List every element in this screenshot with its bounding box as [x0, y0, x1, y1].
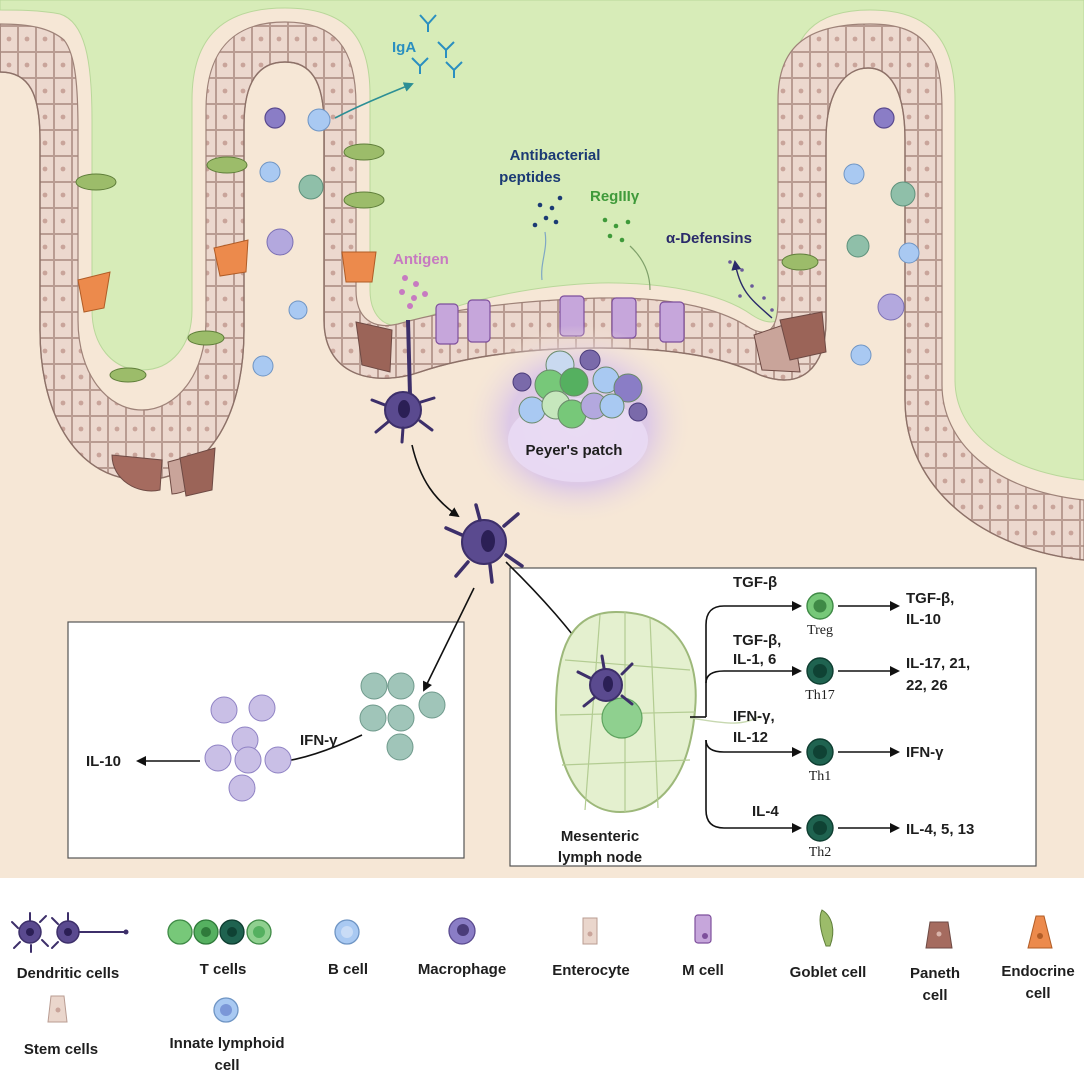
legend-label-b-cell: B cell: [328, 961, 368, 978]
pathway-2-input-line1: IFN-γ,: [733, 708, 775, 725]
pathway-1-output-line2: 22, 26: [906, 677, 948, 694]
peyers-patch-cells: [518, 350, 643, 429]
pathway-3-input-line1: IL-4: [752, 803, 779, 820]
iga-antibodies: [411, 14, 463, 78]
th1-cell: [806, 738, 834, 766]
b-cells: [252, 108, 920, 377]
pathway-branches: [690, 601, 802, 833]
arrow-to-migrating-dc: [411, 444, 460, 518]
pathway-2-output-line1: IFN-γ: [906, 744, 944, 761]
pathway-0-cell-label: Treg: [807, 623, 833, 638]
t-cells-lamina: [298, 174, 916, 258]
legend: Dendritic cells T cells B cell Macrophag…: [11, 909, 1075, 1074]
treg-cell: [806, 592, 834, 620]
peyers-patch-core: [508, 398, 648, 482]
regiii-dots: [602, 217, 631, 243]
defensins-label: α-Defensins: [666, 230, 752, 247]
defensins-dots: [728, 260, 774, 312]
pathway-1-input-line1: TGF-β,: [733, 632, 781, 649]
th17-cell: [806, 657, 834, 685]
pathway-0-output-line1: TGF-β,: [906, 590, 954, 607]
pathway-0-output-line2: IL-10: [906, 611, 941, 628]
dendritic-cell-icon: [11, 912, 129, 953]
legend-label-stem-cells: Stem cells: [24, 1041, 98, 1058]
pathway-1-output-line1: IL-17, 21,: [906, 655, 970, 672]
pathway-1-cell-label: Th17: [805, 688, 835, 703]
lamina-dendritic-cells: [264, 107, 895, 129]
pathway-1-input-line2: IL-1, 6: [733, 651, 776, 668]
paneth-cells: [111, 311, 827, 497]
output-arrows: [838, 601, 900, 833]
b-cell-icon: [334, 919, 360, 945]
legend-label-goblet-cell: Goblet cell: [790, 964, 867, 981]
legend-label-t-cells: T cells: [200, 961, 247, 978]
legend-background: [0, 878, 1084, 1077]
th2-cell: [806, 814, 834, 842]
legend-label-paneth-line2: cell: [922, 987, 947, 1004]
peyers-patch-label: Peyer's patch: [526, 442, 623, 459]
pathway-3-cell-label: Th2: [809, 845, 832, 860]
legend-label-m-cell: M cell: [682, 962, 724, 979]
antibacterial-label-line1: Antibacterial: [510, 147, 601, 164]
endocrine-cell-icon: [1027, 915, 1053, 949]
pathway-0-input-line1: TGF-β: [733, 574, 777, 591]
left-macrophages: [204, 694, 292, 802]
peyers-patch-dendritic: [512, 349, 648, 422]
defensins-arrow: [731, 260, 773, 319]
migrating-dendritic-cell: [444, 503, 524, 584]
legend-label-ilc-line2: cell: [214, 1057, 239, 1074]
regiii-line: [629, 245, 651, 291]
antibacterial-label-line2: peptides: [499, 169, 561, 186]
goblet-cell-icon: [819, 909, 834, 947]
sampling-dendritic-cell: [370, 391, 436, 444]
lymph-node: [554, 610, 761, 814]
antigen-label: Antigen: [393, 251, 449, 268]
paneth-cell-icon: [925, 921, 953, 949]
legend-label-ilc-line1: Innate lymphoid: [169, 1035, 284, 1052]
legend-label-endocrine-line2: cell: [1025, 985, 1050, 1002]
endocrine-cells: [77, 239, 377, 313]
left-t-cells: [359, 672, 446, 761]
antibacterial-line: [541, 231, 547, 281]
legend-label-endocrine-line1: Endocrine: [1001, 963, 1074, 980]
iga-label: IgA: [392, 39, 416, 56]
legend-label-macrophage: Macrophage: [418, 961, 506, 978]
il10-left-label: IL-10: [86, 753, 121, 770]
mesenteric-label-line2: lymph node: [558, 849, 642, 866]
enterocyte-icon: [582, 917, 598, 945]
pathway-3-output-line1: IL-4, 5, 13: [906, 821, 974, 838]
arrow-to-left-box: [423, 587, 475, 692]
stem-cell-icon: [47, 995, 68, 1023]
t-cell-icon: [167, 919, 272, 945]
macrophages: [266, 228, 905, 321]
ifn-gamma-left-label: IFN-γ: [300, 732, 338, 749]
m-cell-icon: [694, 914, 712, 944]
pathway-2-input-line2: IL-12: [733, 729, 768, 746]
legend-label-paneth-line1: Paneth: [910, 965, 960, 982]
lymph-node-dendritic-cell: [576, 654, 634, 708]
legend-label-dendritic-cells: Dendritic cells: [17, 965, 120, 982]
iga-arrow: [334, 82, 414, 119]
regiii-label: RegIIIγ: [590, 188, 640, 205]
dendritic-dendrite: [406, 319, 412, 396]
goblet-cells: [75, 143, 819, 383]
pathway-2-cell-label: Th1: [809, 769, 832, 784]
legend-label-enterocyte: Enterocyte: [552, 962, 630, 979]
antigen-dots: [399, 275, 428, 309]
mesenteric-label-line1: Mesenteric: [561, 828, 639, 845]
innate-lymphoid-cell-icon: [213, 997, 239, 1023]
macrophage-icon: [448, 917, 476, 945]
antibacterial-dots: [532, 195, 563, 228]
